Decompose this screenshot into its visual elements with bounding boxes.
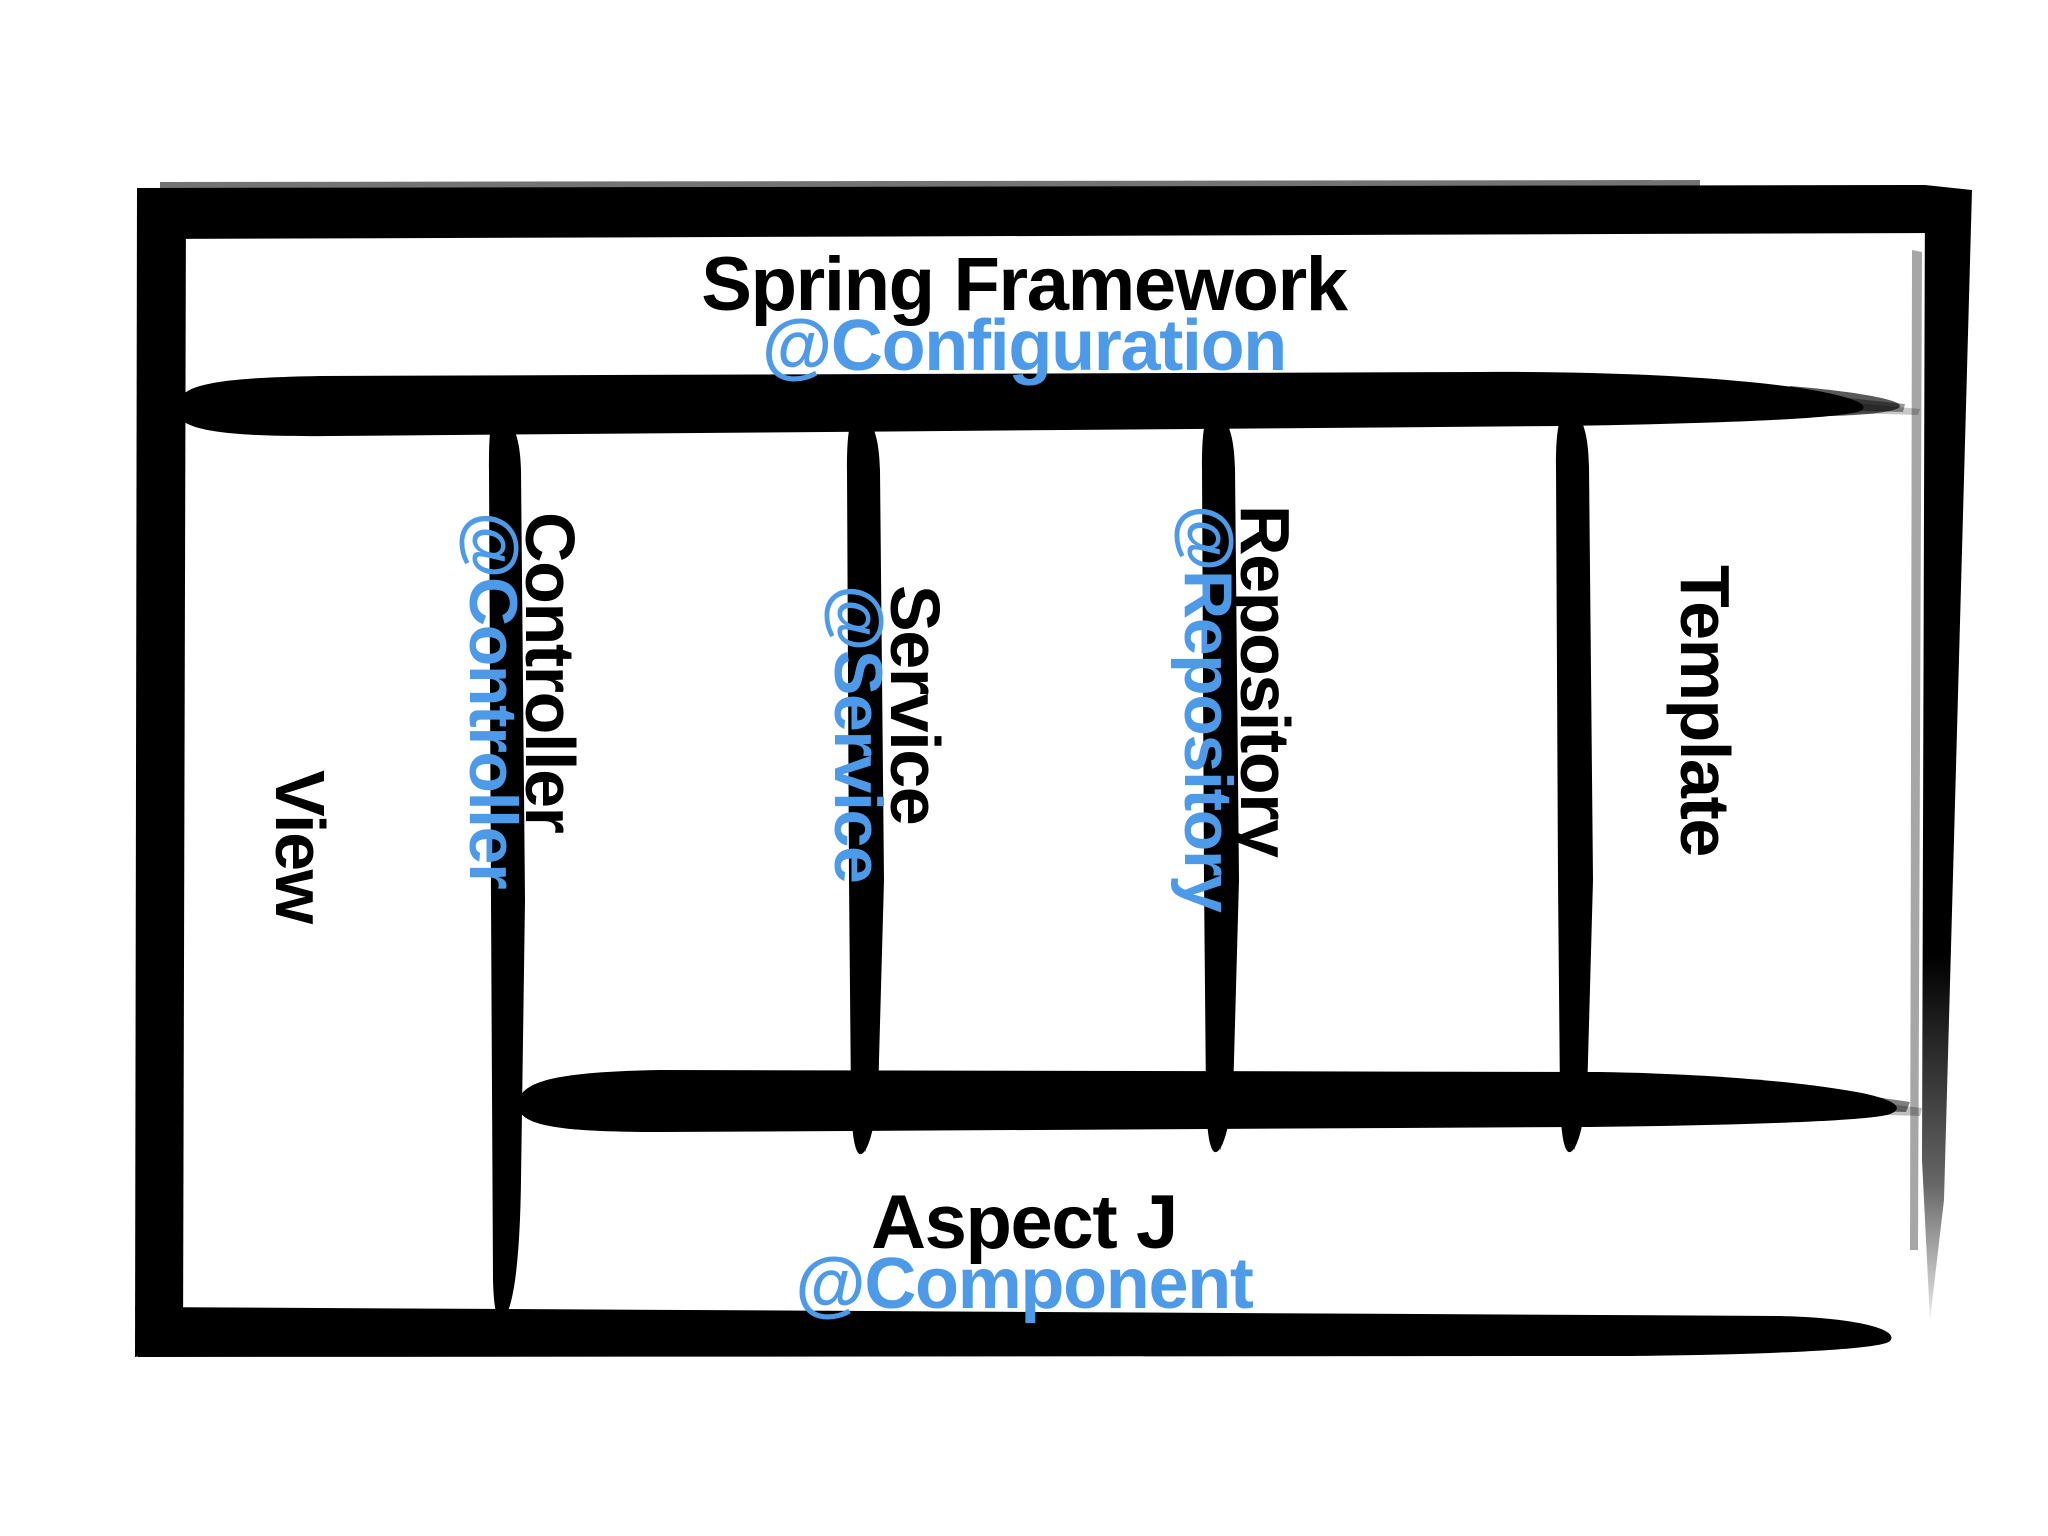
divider-bottom-band [518,1070,1922,1132]
bottom-band-annotation: @Component [795,1243,1253,1324]
column-label-view: View [261,770,339,923]
column-name-template: Template [1666,565,1744,856]
divider-column-4 [1556,412,1593,1153]
column-name-view: View [261,770,339,923]
column-label-repository: Repository @Repository [1169,505,1304,912]
column-annotation-service: @Service [819,585,896,883]
top-band-annotation: @Configuration [762,305,1287,386]
column-label-controller: Controller @Controller [454,512,589,889]
bottom-band-name: Aspect J [871,1180,1178,1265]
top-band-name: Spring Framework [701,242,1348,327]
column-label-template: Template [1666,565,1744,856]
bottom-band-label: Aspect J @Component [0,1180,2048,1324]
column-label-service: Service @Service [819,585,954,883]
top-band-label: Spring Framework @Configuration [0,242,2048,386]
column-annotation-repository: @Repository [1169,505,1246,912]
column-annotation-controller: @Controller [454,512,531,889]
frame-top-edge [137,180,1930,239]
